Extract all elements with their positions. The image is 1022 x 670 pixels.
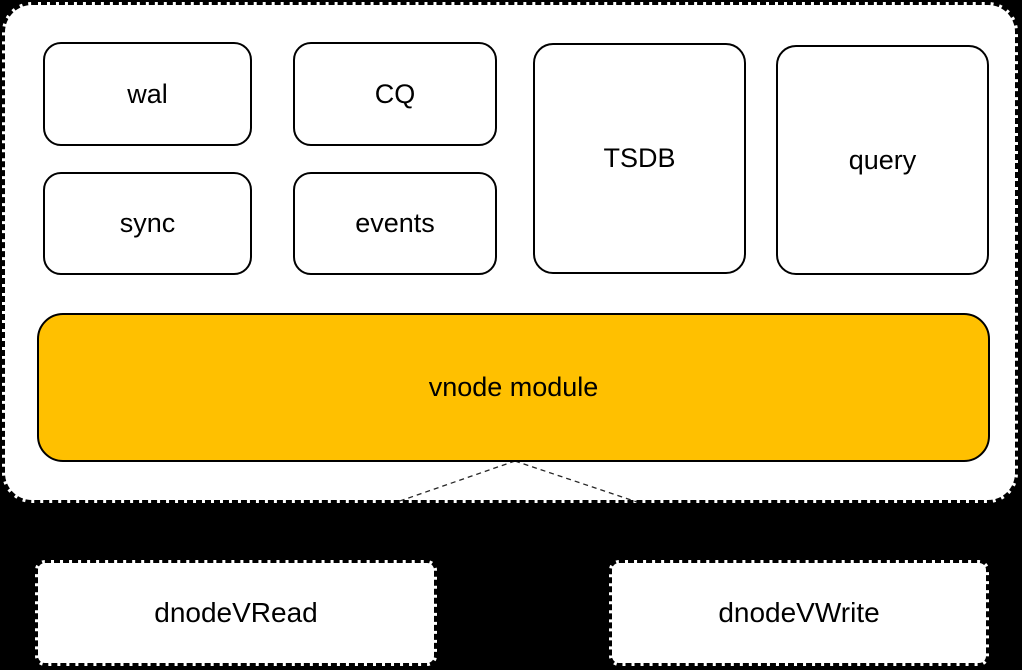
module-label-wal: wal [127,78,168,109]
dnode-vwrite-box: dnodeVWrite [609,560,989,666]
module-label-sync: sync [119,208,176,238]
module-box-cq: CQ [293,42,497,146]
dnode-vread-box: dnodeVRead [35,560,437,666]
module-box-sync: sync [43,172,252,275]
vnode-module-box: vnode module [37,313,990,462]
dnode-vwrite-label: dnodeVWrite [718,597,880,628]
module-box-wal: wal [43,42,252,146]
vnode-module-label: vnode module [428,372,599,402]
dnode-vread-label: dnodeVRead [154,597,318,628]
module-label-cq: CQ [374,78,416,109]
module-label-query: query [848,144,917,175]
module-box-tsdb: TSDB [533,43,746,274]
module-box-events: events [293,172,497,275]
module-label-tsdb: TSDB [603,143,676,173]
module-label-events: events [355,208,435,238]
module-box-query: query [776,45,989,275]
